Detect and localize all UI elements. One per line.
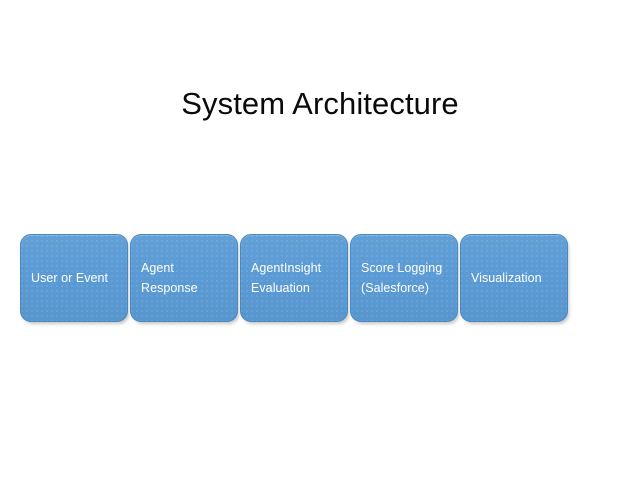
process-step-label: Agent Response (141, 261, 198, 295)
page-title: System Architecture (181, 86, 459, 121)
process-step-3[interactable]: AgentInsight Evaluation (240, 234, 348, 322)
process-step-2[interactable]: Agent Response (130, 234, 238, 322)
process-step-label: User or Event (31, 271, 109, 285)
process-step-5[interactable]: Visualization (460, 234, 568, 322)
process-step-label: Score Logging (Salesforce) (361, 261, 443, 295)
process-step-4[interactable]: Score Logging (Salesforce) (350, 234, 458, 322)
process-step-1[interactable]: User or Event (20, 234, 128, 322)
process-step-label: AgentInsight Evaluation (251, 261, 322, 295)
process-step-label: Visualization (471, 271, 542, 285)
process-chain-diagram: User or Event Agent Response AgentInsigh… (20, 234, 570, 322)
